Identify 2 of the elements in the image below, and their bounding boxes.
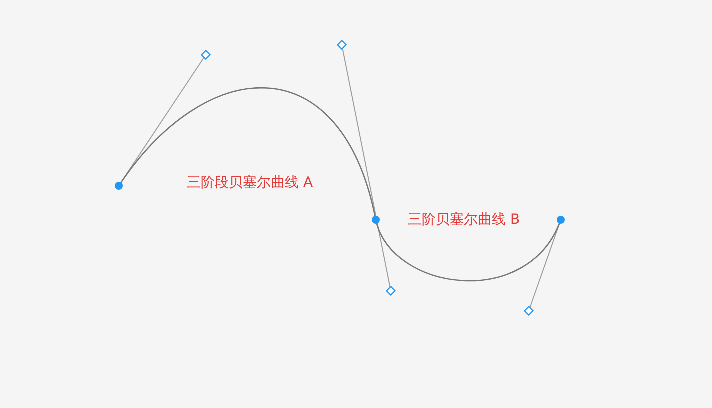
- curve-label: 三阶段贝塞尔曲线 A: [187, 174, 314, 192]
- curve-label: 三阶贝塞尔曲线 B: [408, 211, 520, 229]
